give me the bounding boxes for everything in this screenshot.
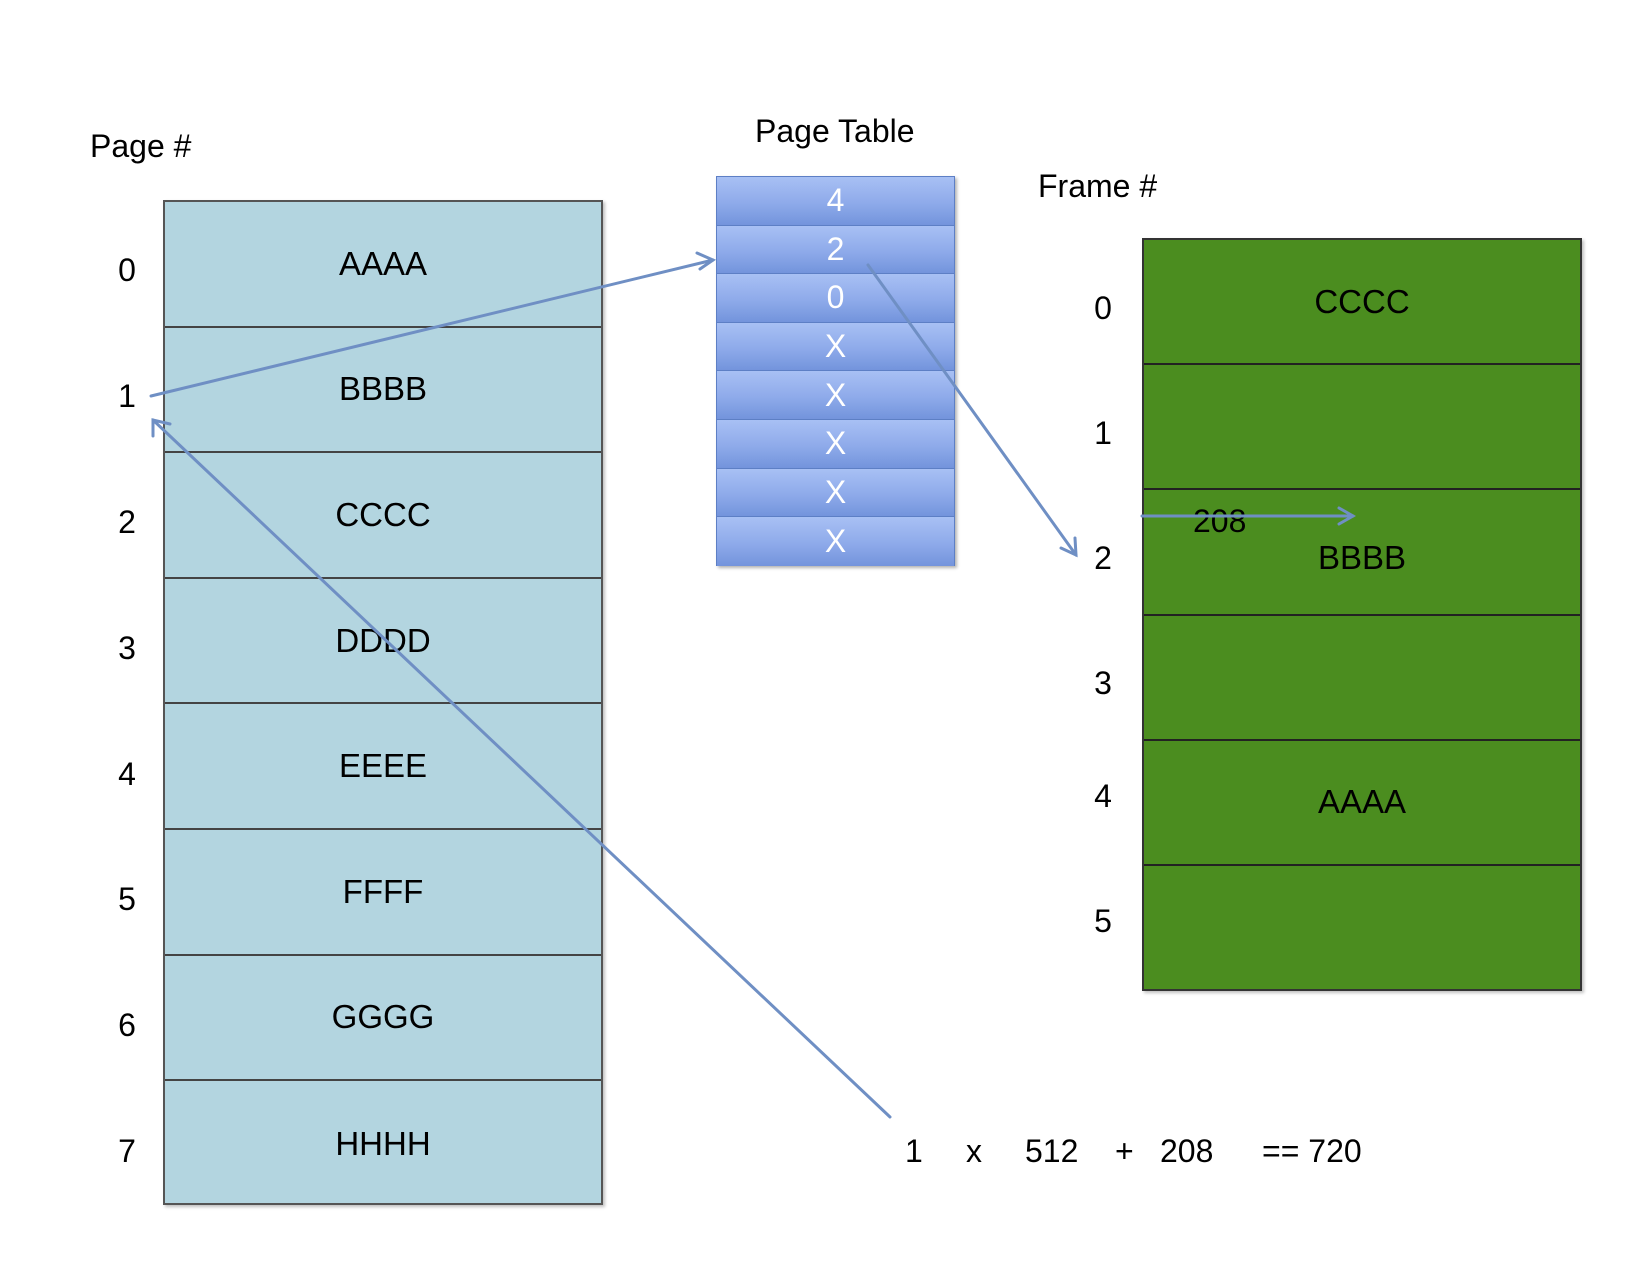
page-table-entry-2: 0 bbox=[717, 274, 954, 323]
page-table-heading: Page Table bbox=[755, 113, 915, 149]
page-number-7: 7 bbox=[118, 1133, 136, 1169]
frame-number-4: 4 bbox=[1094, 778, 1112, 814]
page-number-0: 0 bbox=[118, 252, 136, 288]
frame-cell-4: AAAA bbox=[1144, 741, 1580, 866]
equation-page-size: 512 bbox=[1025, 1133, 1079, 1169]
frame-cell-2: BBBB bbox=[1144, 490, 1580, 616]
page-number-4: 4 bbox=[118, 756, 136, 792]
frame-cell-1 bbox=[1144, 365, 1580, 491]
page-table-entry-4: X bbox=[717, 371, 954, 420]
page-table-entry-7: X bbox=[717, 517, 954, 566]
page-number-1: 1 bbox=[118, 378, 136, 414]
frame-number-3: 3 bbox=[1094, 665, 1112, 701]
page-number-5: 5 bbox=[118, 881, 136, 917]
frame-cell-3 bbox=[1144, 616, 1580, 741]
page-table-entry-3: X bbox=[717, 322, 954, 372]
offset-label: 208 bbox=[1193, 503, 1247, 539]
frame-cell-5 bbox=[1144, 866, 1580, 991]
equation-result: == 720 bbox=[1262, 1133, 1362, 1169]
page-table-entry-6: X bbox=[717, 468, 954, 518]
page-cell-0: AAAA bbox=[165, 202, 601, 328]
page-number-2: 2 bbox=[118, 504, 136, 540]
frame-number-heading: Frame # bbox=[1038, 168, 1158, 204]
frame-number-1: 1 bbox=[1094, 415, 1112, 451]
page-cell-6: GGGG bbox=[165, 956, 601, 1082]
equation-plus: + bbox=[1115, 1133, 1134, 1169]
frame-number-2: 2 bbox=[1094, 540, 1112, 576]
page-table-entry-0: 4 bbox=[717, 177, 954, 226]
page-number-6: 6 bbox=[118, 1007, 136, 1043]
page-table-entry-5: X bbox=[717, 419, 954, 469]
physical-memory: CCCC BBBB AAAA bbox=[1142, 238, 1582, 991]
equation-page: 1 bbox=[905, 1133, 923, 1169]
page-cell-4: EEEE bbox=[165, 704, 601, 830]
frame-number-5: 5 bbox=[1094, 903, 1112, 939]
page-cell-3: DDDD bbox=[165, 579, 601, 705]
page-table: 4 2 0 X X X X X bbox=[716, 176, 955, 566]
frame-cell-0: CCCC bbox=[1144, 240, 1580, 366]
page-number-heading: Page # bbox=[90, 128, 192, 164]
page-cell-5: FFFF bbox=[165, 830, 601, 956]
equation-times: x bbox=[966, 1133, 982, 1169]
page-cell-2: CCCC bbox=[165, 453, 601, 579]
equation-offset: 208 bbox=[1160, 1133, 1214, 1169]
frame-number-0: 0 bbox=[1094, 290, 1112, 326]
page-cell-7: HHHH bbox=[335, 1124, 431, 1162]
page-table-entry-1: 2 bbox=[717, 225, 954, 275]
page-cell-1: BBBB bbox=[165, 328, 601, 454]
page-number-3: 3 bbox=[118, 630, 136, 666]
logical-memory: AAAA BBBB CCCC DDDD EEEE FFFF GGGG HHHH bbox=[163, 200, 603, 1205]
